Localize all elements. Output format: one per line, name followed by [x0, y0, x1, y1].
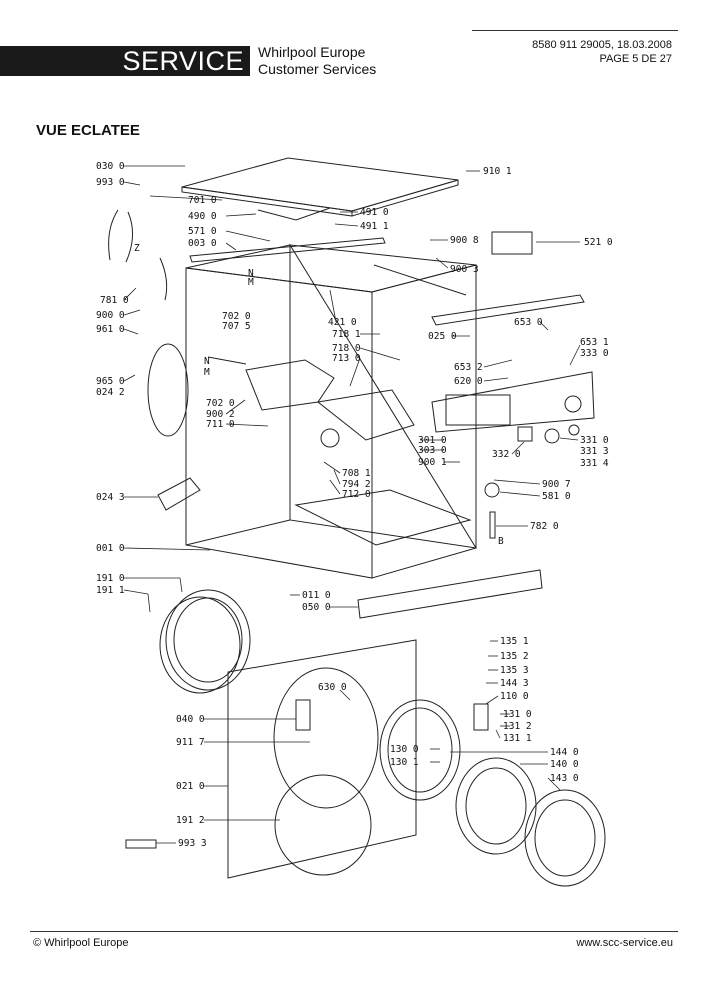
- part-label: 900 8: [450, 235, 479, 246]
- part-label: 711 0: [206, 419, 235, 430]
- part-label: 701 0: [188, 195, 217, 206]
- part-label: 794 2: [342, 479, 371, 490]
- part-label: 030 0: [96, 161, 125, 172]
- part-label: 001 0: [96, 543, 125, 554]
- footer-rule: [30, 931, 678, 932]
- part-label: 782 0: [530, 521, 559, 532]
- part-label: 303 0: [418, 445, 447, 456]
- part-label: 050 0: [302, 602, 331, 613]
- part-label: 021 0: [176, 781, 205, 792]
- part-label: 144 0: [550, 747, 579, 758]
- part-label: 571 0: [188, 226, 217, 237]
- marker-label: Z: [134, 243, 140, 254]
- part-label: 653 1: [580, 337, 609, 348]
- part-label: 331 0: [580, 435, 609, 446]
- part-label: 490 0: [188, 211, 217, 222]
- footer-copyright: © Whirlpool Europe: [33, 937, 129, 949]
- part-label: 331 3: [580, 446, 609, 457]
- part-label: 702 0: [222, 311, 251, 322]
- part-label: 421 0: [328, 317, 357, 328]
- part-label: 130 1: [390, 757, 419, 768]
- leader-lines: [123, 165, 581, 844]
- part-label: 131 1: [503, 733, 532, 744]
- part-label: 911 7: [176, 737, 205, 748]
- part-label: 025 0: [428, 331, 457, 342]
- part-label: 011 0: [302, 590, 331, 601]
- marker-label: M: [248, 277, 254, 288]
- part-label: 712 0: [342, 489, 371, 500]
- part-label: 702 0: [206, 398, 235, 409]
- page-heading: VUE ECLATEE: [36, 122, 140, 139]
- part-label: 965 0: [96, 376, 125, 387]
- exploded-view-diagram: 030 0 993 0 701 0 490 0 571 0 003 0 781 …: [96, 157, 613, 887]
- part-label: 143 0: [550, 773, 579, 784]
- part-label: 581 0: [542, 491, 571, 502]
- part-label: 653 0: [514, 317, 543, 328]
- service-banner: SERVICE: [0, 46, 250, 76]
- part-label: 331 4: [580, 458, 609, 469]
- header-rule: [472, 30, 678, 31]
- part-label: 144 3: [500, 678, 529, 689]
- part-label: 900 3: [450, 264, 479, 275]
- part-label: 130 0: [390, 744, 419, 755]
- page-number: PAGE 5 DE 27: [599, 53, 672, 65]
- company-block: Whirlpool Europe Customer Services: [258, 44, 376, 78]
- part-label: 653 2: [454, 362, 483, 373]
- marker-label: B: [498, 536, 504, 547]
- part-label: 900 0: [96, 310, 125, 321]
- part-labels: 030 0 993 0 701 0 490 0 571 0 003 0 781 …: [96, 161, 613, 849]
- part-label: 135 2: [500, 651, 529, 662]
- part-label: 332 0: [492, 449, 521, 460]
- part-label: 713 0: [332, 353, 361, 364]
- part-label: 110 0: [500, 691, 529, 702]
- part-label: 040 0: [176, 714, 205, 725]
- part-label: 620 0: [454, 376, 483, 387]
- part-label: 900 2: [206, 409, 235, 420]
- company-line-1: Whirlpool Europe: [258, 44, 366, 60]
- part-label: 491 0: [360, 207, 389, 218]
- part-label: 900 7: [542, 479, 571, 490]
- part-label: 993 0: [96, 177, 125, 188]
- part-label: 131 0: [503, 709, 532, 720]
- part-label: 024 3: [96, 492, 125, 503]
- part-label: 131 2: [503, 721, 532, 732]
- document-reference: 8580 911 29005, 18.03.2008 PAGE 5 DE 27: [480, 38, 672, 66]
- company-line-2: Customer Services: [258, 61, 377, 77]
- part-label: 993 3: [178, 838, 207, 849]
- part-label: 191 1: [96, 585, 125, 596]
- part-label: 900 1: [418, 457, 447, 468]
- part-label: 024 2: [96, 387, 125, 398]
- part-label: 718 0: [332, 343, 361, 354]
- footer-website[interactable]: www.scc-service.eu: [576, 937, 673, 949]
- marker-label: M: [204, 367, 210, 378]
- part-label: 781 0: [100, 295, 129, 306]
- front-panel-shape: [227, 639, 417, 879]
- marker-label: N: [204, 356, 210, 367]
- part-label: 135 3: [500, 665, 529, 676]
- part-label: 491 1: [360, 221, 389, 232]
- part-label: 140 0: [550, 759, 579, 770]
- part-label: 191 2: [176, 815, 205, 826]
- part-label: 333 0: [580, 348, 609, 359]
- part-label: 301 0: [418, 435, 447, 446]
- part-label: 718 1: [332, 329, 361, 340]
- part-label: 708 1: [342, 468, 371, 479]
- part-label: 191 0: [96, 573, 125, 584]
- top-cover-shape: [181, 157, 459, 212]
- marker-label: N: [248, 268, 254, 279]
- doc-code: 8580 911 29005, 18.03.2008: [532, 39, 672, 51]
- service-label: SERVICE: [122, 46, 244, 76]
- part-label: 630 0: [318, 682, 347, 693]
- part-label: 135 1: [500, 636, 529, 647]
- part-label: 910 1: [483, 166, 512, 177]
- part-label: 003 0: [188, 238, 217, 249]
- part-label: 707 5: [222, 321, 251, 332]
- part-label: 521 0: [584, 237, 613, 248]
- part-label: 961 0: [96, 324, 125, 335]
